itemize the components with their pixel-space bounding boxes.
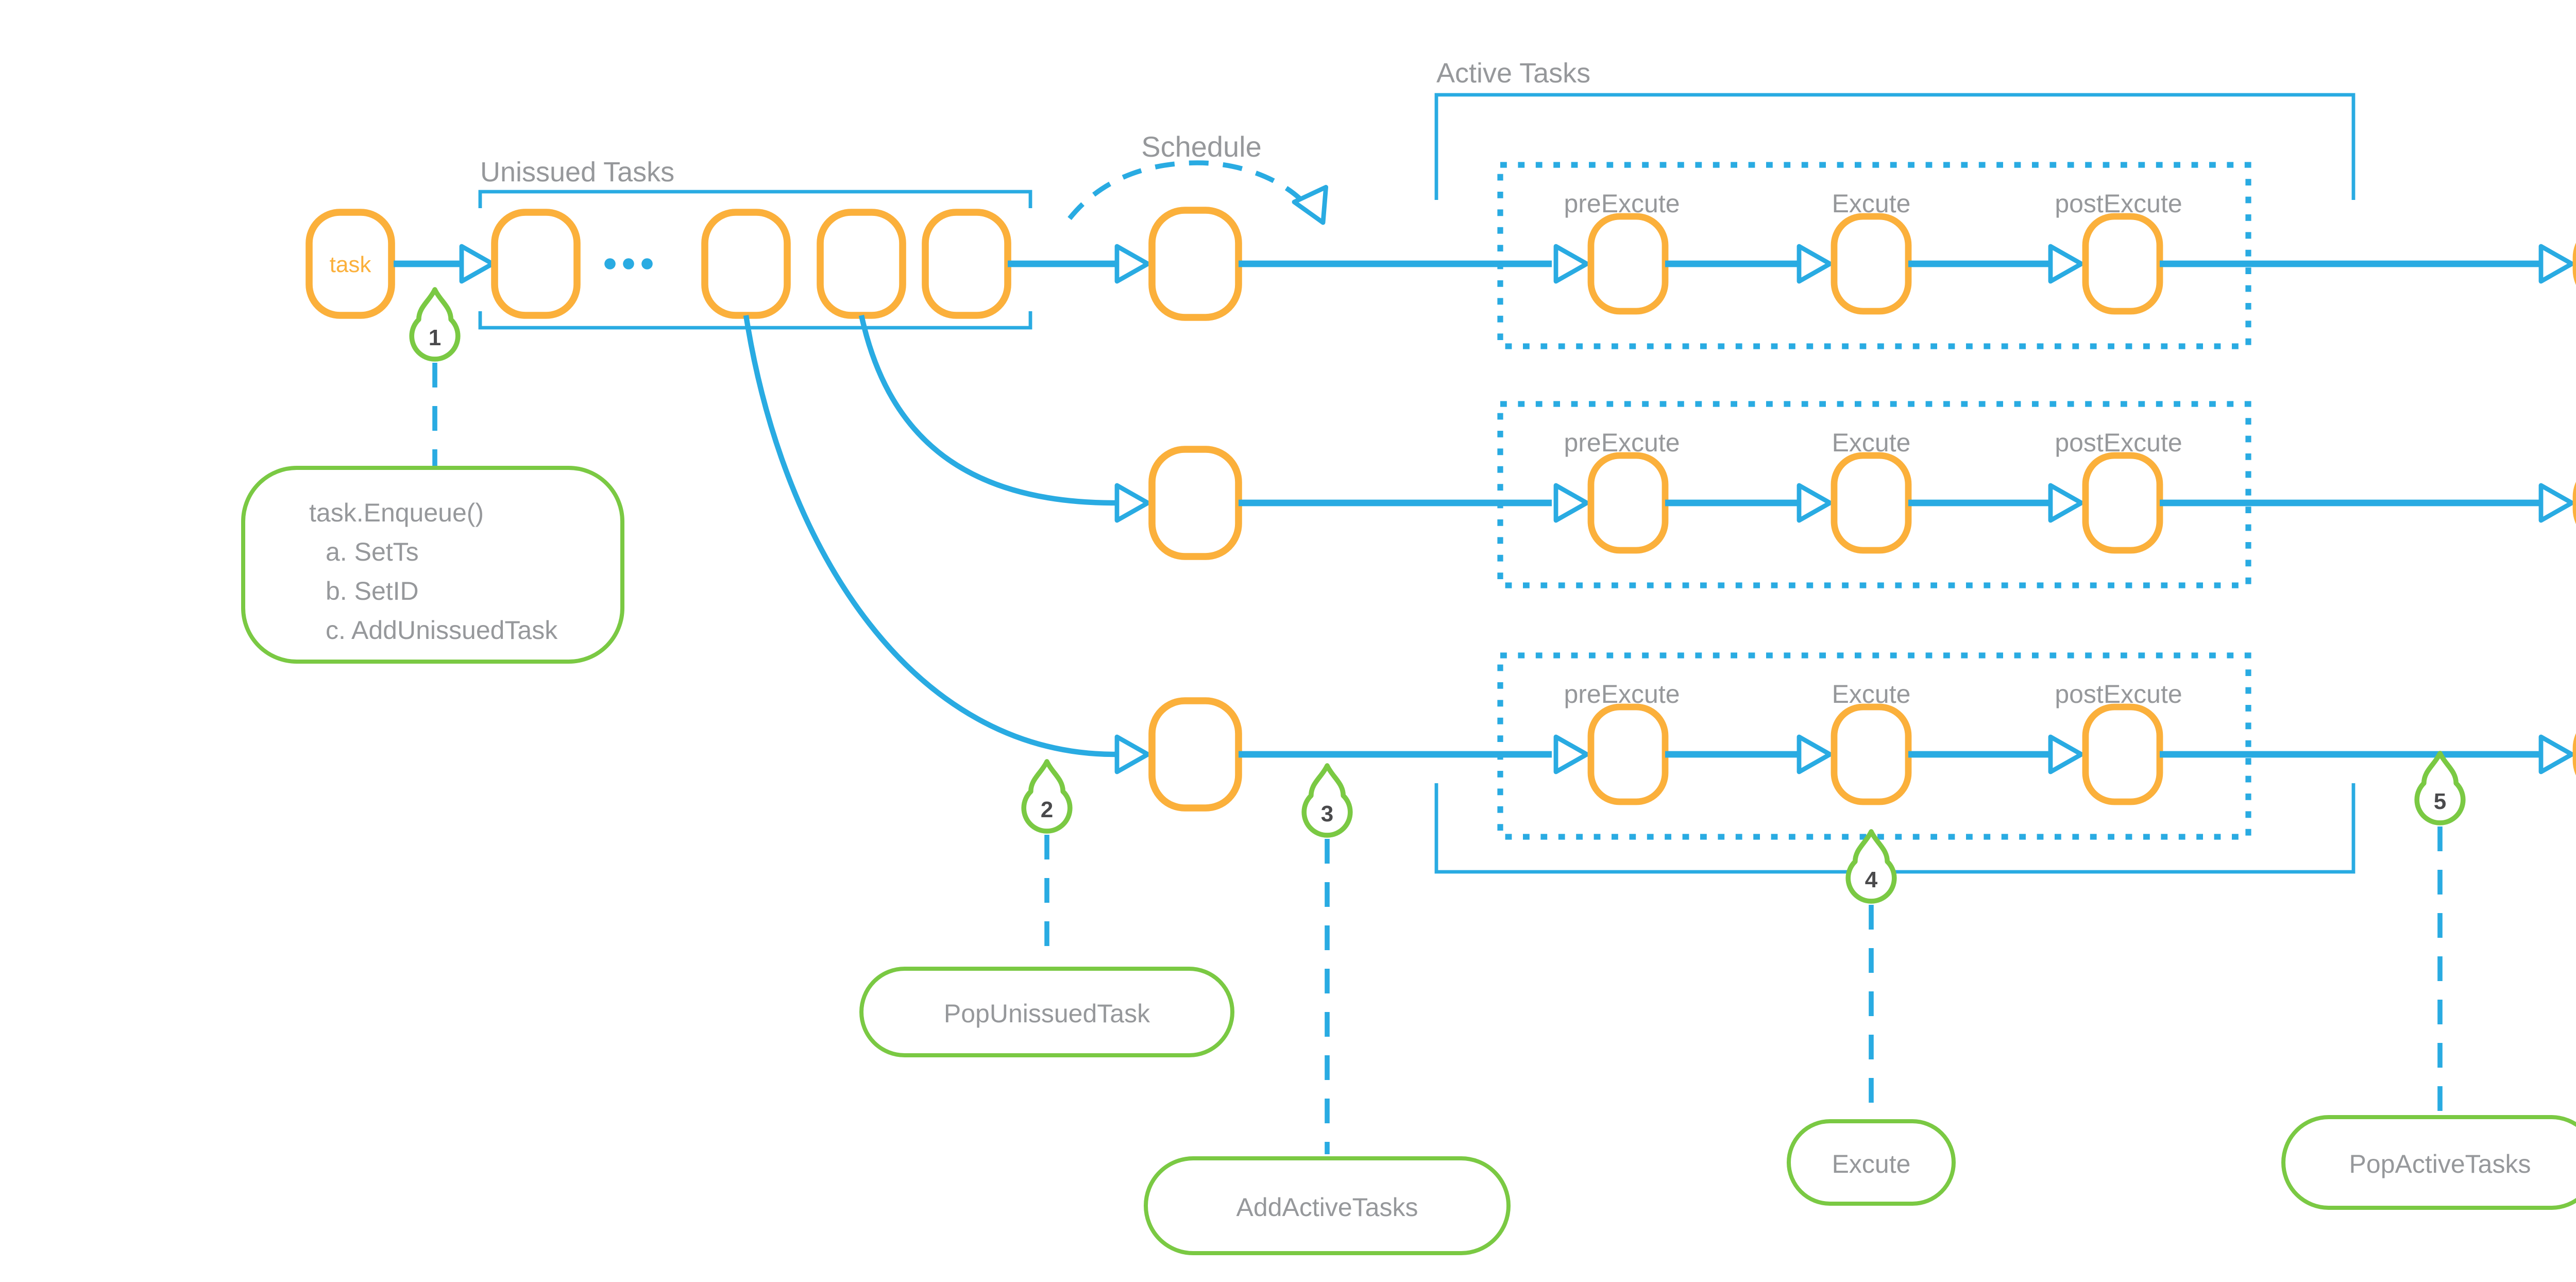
queue-node <box>922 209 1011 319</box>
active-bracket-top <box>1434 93 2355 200</box>
arrowhead-icon <box>2048 244 2084 284</box>
preexcute-node <box>1587 213 1669 315</box>
preexcute-node <box>1587 452 1669 554</box>
unissued-tasks-section: Unissued Tasks <box>478 157 1150 330</box>
arrowhead-icon <box>1797 244 1833 284</box>
scheduler-node <box>1148 207 1242 321</box>
pipeline-dotted-box <box>1497 401 2251 588</box>
excute-node <box>1831 703 1912 805</box>
callout-label: PopActiveTasks <box>2349 1150 2531 1178</box>
callout-box-popunissuedtask <box>859 967 1234 1057</box>
postexcute-node <box>2082 703 2163 805</box>
schedule-title: Schedule <box>1141 130 1262 163</box>
scheduler-node <box>1148 446 1242 560</box>
arrowhead-icon <box>1292 184 1328 225</box>
callout-label: Excute <box>1832 1150 1911 1178</box>
task-entry: task <box>306 209 495 319</box>
marker-1: 1 task.Enqueue() a. SetTs b. SetID c. Ad… <box>241 290 624 664</box>
callout-line: b. SetID <box>326 577 419 605</box>
marker-number: 2 <box>1041 797 1053 822</box>
arrowhead-icon <box>1114 244 1150 284</box>
ellipsis-dots-icon <box>604 258 653 269</box>
worker-row-1: preExcute Excute postExcute <box>1148 162 2576 349</box>
queue-node <box>491 209 581 319</box>
task-node <box>306 209 395 319</box>
marker-3: 3 AddActiveTasks <box>1144 766 1511 1255</box>
marker-2: 2 PopUnissuedTask <box>859 762 1234 1057</box>
marker-5: 5 PopActiveTasks <box>2281 753 2576 1210</box>
callout-box-addactivetasks <box>1144 1156 1511 1255</box>
callout-box-enqueue <box>241 466 624 664</box>
arrowhead-icon <box>1114 734 1150 774</box>
arrowhead-icon <box>1114 483 1150 523</box>
queue-node <box>701 209 791 319</box>
schedule-dashed-arc <box>1067 160 1313 221</box>
callout-line: c. AddUnissuedTask <box>326 616 558 645</box>
arrowhead-icon <box>1797 734 1833 774</box>
queue-node <box>817 209 906 319</box>
arrowhead-icon <box>459 244 495 284</box>
marker-number: 4 <box>1865 867 1878 892</box>
callout-label: AddActiveTasks <box>1236 1193 1418 1222</box>
callout-box-popactivetasks <box>2281 1115 2576 1210</box>
preexcute-node <box>1587 703 1669 805</box>
curve-queue-to-row3 <box>743 315 1115 757</box>
arrowhead-icon <box>1553 734 1589 774</box>
marker-number: 5 <box>2434 789 2446 814</box>
arrowhead-icon <box>2538 244 2574 284</box>
pop-unissued-curves <box>743 314 1150 774</box>
arrowhead-icon <box>2538 483 2574 523</box>
marker-number: 1 <box>429 325 441 350</box>
schedule-annotation: Schedule <box>1067 130 1328 225</box>
worker-row-3: preExcute Excute postExcute <box>1148 652 2576 840</box>
postexcute-node <box>2082 452 2163 554</box>
task-node-label: task <box>330 252 372 277</box>
arrowhead-icon <box>1553 244 1589 284</box>
callout-line: task.Enqueue() <box>309 498 484 527</box>
arrowhead-icon <box>1797 483 1833 523</box>
arrowhead-icon <box>1553 483 1589 523</box>
arrowhead-icon <box>2048 483 2084 523</box>
pipeline-dotted-box <box>1497 652 2251 840</box>
worker-row-2: preExcute Excute postExcute <box>1148 401 2576 588</box>
marker-4: 4 Excute <box>1787 832 1956 1206</box>
callout-label: PopUnissuedTask <box>944 999 1150 1028</box>
marker-number: 3 <box>1321 801 1333 826</box>
pipeline-dotted-box <box>1497 162 2251 349</box>
arrowhead-icon <box>2048 734 2084 774</box>
excute-node <box>1831 213 1912 315</box>
callout-box-excute <box>1787 1119 1956 1206</box>
excute-node <box>1831 452 1912 554</box>
unissued-bracket-bottom <box>478 311 1032 330</box>
active-tasks-title: Active Tasks <box>1436 58 1590 89</box>
curve-queue-to-row2 <box>858 314 1115 506</box>
postexcute-node <box>2082 213 2163 315</box>
unissued-bracket-top <box>478 190 1032 208</box>
callout-line: a. SetTs <box>326 537 419 566</box>
arrowhead-icon <box>2538 734 2574 774</box>
scheduler-node <box>1148 697 1242 812</box>
unissued-tasks-title: Unissued Tasks <box>480 157 674 188</box>
